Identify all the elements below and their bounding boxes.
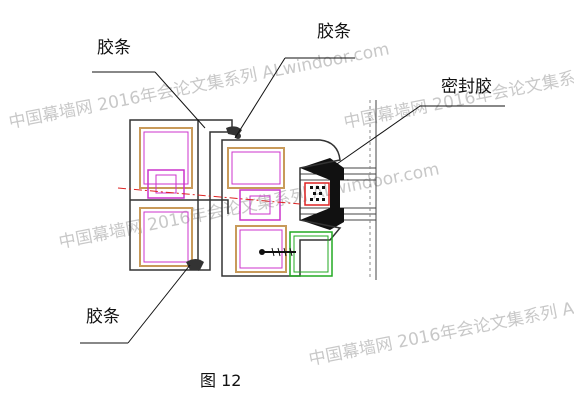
glass-unit <box>300 100 377 280</box>
label-strip-bottom: 胶条 <box>86 307 120 327</box>
leader-lines <box>80 57 505 344</box>
label-strip-top-left: 胶条 <box>97 38 131 58</box>
centerline <box>117 187 301 205</box>
watermark-3: 中国幕墙网 2016年会论文集系列 ALwindoor.com <box>57 159 441 253</box>
screw-icon <box>259 247 296 257</box>
watermark-1: 中国幕墙网 2016年会论文集系列 ALwindoor.com <box>7 39 391 133</box>
label-strip-top-right: 胶条 <box>317 22 351 42</box>
figure-caption: 图 12 <box>200 371 241 390</box>
outer-frame <box>129 119 233 271</box>
sash <box>221 139 342 277</box>
label-sealant: 密封胶 <box>441 77 492 97</box>
watermark-4: 中国幕墙网 2016年会论文集系列 ALwindoor.com <box>307 276 574 370</box>
